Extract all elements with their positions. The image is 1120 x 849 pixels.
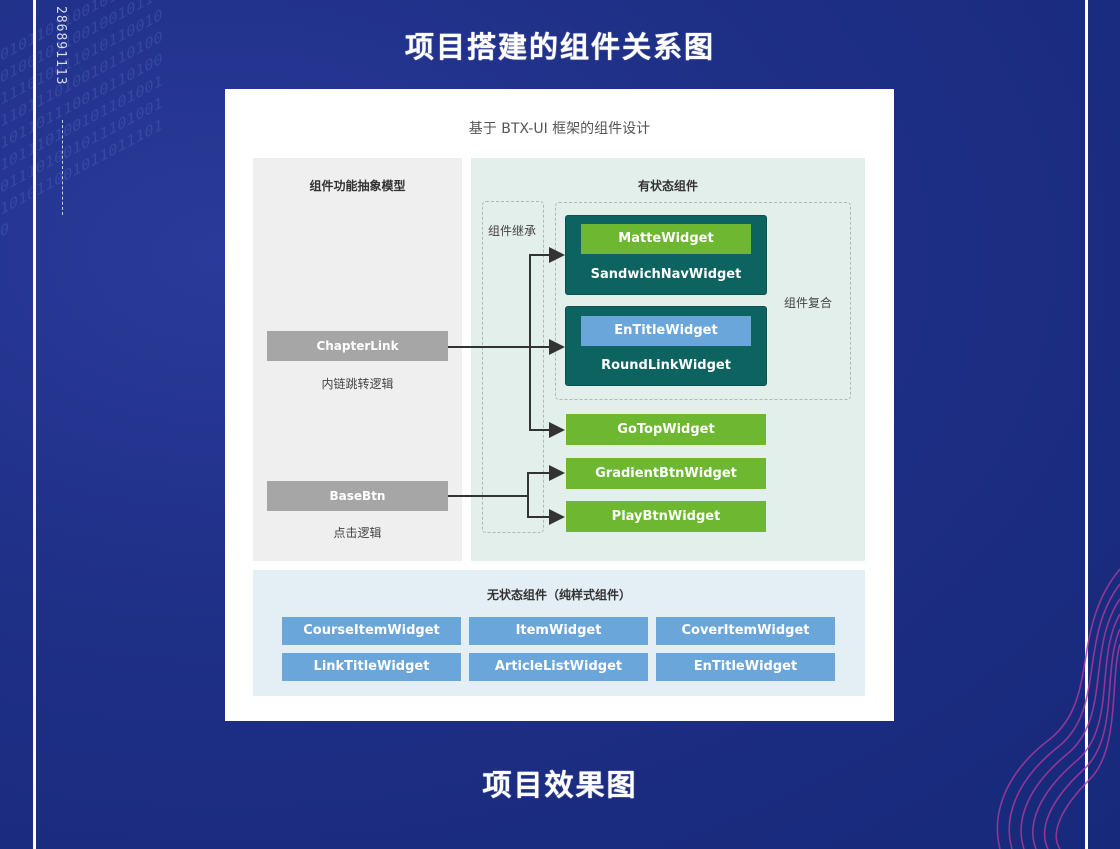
- round-link-widget-box: EnTitleWidget RoundLinkWidget: [566, 307, 766, 385]
- en-title-widget-inner-box: EnTitleWidget: [581, 316, 751, 346]
- inherit-dashed-region: [482, 201, 544, 533]
- arrow-to-go-top: [529, 347, 565, 438]
- sandwich-nav-widget-box: MatteWidget SandwichNavWidget: [566, 216, 766, 294]
- side-code: 286891113: [53, 6, 68, 86]
- right-frame-line: [1085, 0, 1088, 849]
- base-btn-note: 点击逻辑: [333, 526, 382, 540]
- item-widget-box: ItemWidget: [469, 617, 648, 645]
- chapter-link-note: 内链跳转逻辑: [321, 377, 394, 391]
- compose-dashed-region: [555, 202, 851, 400]
- course-item-widget-box: CourseItemWidget: [282, 617, 461, 645]
- arrow-to-gradient-btn: [527, 465, 565, 496]
- connector-arrows: [448, 247, 565, 525]
- side-dashed-line: [62, 120, 63, 215]
- stateless-panel: 无状态组件（纯样式组件） CourseItemWidget ItemWidget…: [253, 570, 865, 696]
- arrow-to-sandwich-nav: [529, 247, 565, 347]
- inherit-label: 组件继承: [488, 224, 537, 238]
- arrow-to-play-btn: [527, 496, 565, 525]
- round-link-widget-label: RoundLinkWidget: [601, 358, 731, 373]
- link-title-widget-box: LinkTitleWidget: [282, 653, 461, 681]
- cover-item-widget-box: CoverItemWidget: [656, 617, 835, 645]
- top-heading: 项目搭建的组件关系图: [404, 30, 715, 64]
- diagram-card: 基于 BTX-UI 框架的组件设计 组件功能抽象模型 ChapterLink 内…: [225, 89, 894, 721]
- en-title-widget-box: EnTitleWidget: [656, 653, 835, 681]
- bottom-heading: 项目效果图: [482, 768, 638, 802]
- play-btn-widget-box: PlayBtnWidget: [566, 501, 766, 532]
- gradient-btn-widget-box: GradientBtnWidget: [566, 458, 766, 489]
- left-frame-line: [33, 0, 36, 849]
- base-btn-box: BaseBtn: [267, 481, 448, 511]
- compose-label: 组件复合: [784, 296, 833, 310]
- article-list-widget-box: ArticleListWidget: [469, 653, 648, 681]
- stateful-panel: 有状态组件 组件继承 组件复合 MatteWidget SandwichNavW…: [471, 158, 865, 561]
- stateless-panel-title: 无状态组件（纯样式组件）: [486, 588, 631, 602]
- go-top-widget-box: GoTopWidget: [566, 414, 766, 445]
- stateful-panel-title: 有状态组件: [637, 179, 698, 193]
- abstract-model-panel: 组件功能抽象模型 ChapterLink 内链跳转逻辑 BaseBtn 点击逻辑: [253, 158, 462, 561]
- chapter-link-box: ChapterLink: [267, 331, 448, 361]
- wave-lines-decoration: [996, 568, 1120, 849]
- diagram-title: 基于 BTX-UI 框架的组件设计: [468, 121, 651, 137]
- abstract-model-title: 组件功能抽象模型: [309, 179, 406, 193]
- sandwich-nav-widget-label: SandwichNavWidget: [590, 267, 742, 282]
- matte-widget-box: MatteWidget: [581, 224, 751, 254]
